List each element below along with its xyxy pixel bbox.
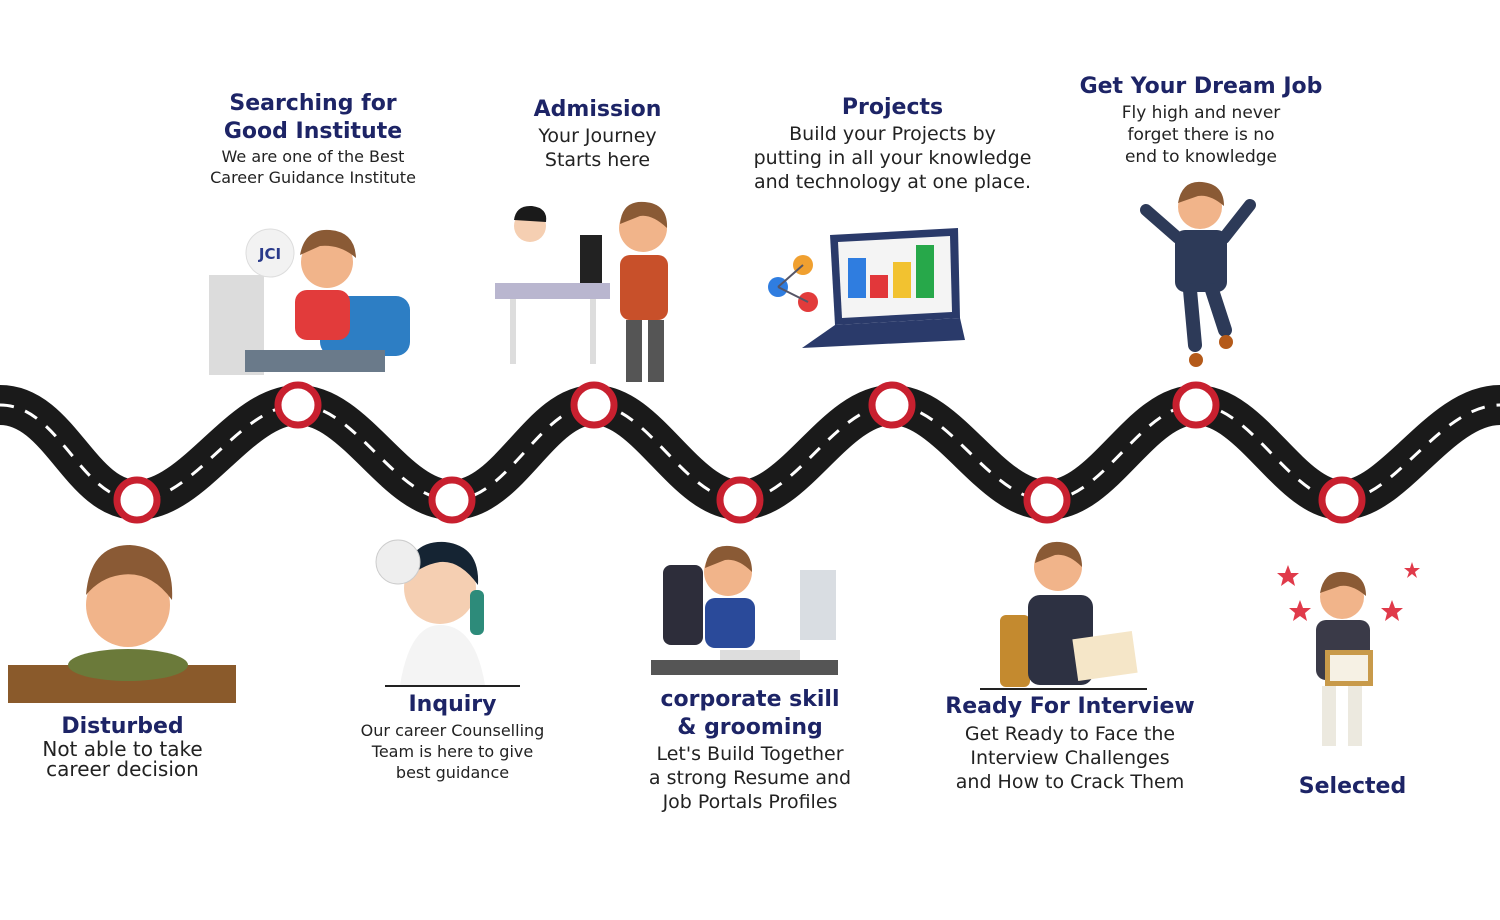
step-description: Let's Build Together a strong Resume and…	[615, 742, 885, 814]
inquiry-phone-illustration	[375, 539, 520, 687]
step-title: Projects	[720, 94, 1065, 122]
step-desc-line: a strong Resume and	[648, 767, 852, 789]
step-desc-line: Career Guidance Institute	[210, 168, 416, 187]
step-admission: Admission Your Journey Starts here	[505, 96, 690, 172]
step-desc-line: and How to Crack Them	[955, 771, 1185, 793]
step-desc-line: and technology at one place.	[753, 171, 1031, 193]
step-title: Disturbed	[10, 714, 235, 739]
step-desc-line: Starts here	[544, 149, 651, 171]
selected-certificate-illustration	[1277, 562, 1420, 746]
step-searching-institute: Searching for Good Institute We are one …	[180, 90, 446, 188]
step-ready-for-interview: Ready For Interview Get Ready to Face th…	[915, 692, 1225, 794]
dream-job-jump-illustration	[1140, 181, 1256, 367]
step-title-line: Admission	[533, 97, 662, 122]
step-title-line: Ready For Interview	[945, 694, 1195, 719]
milestone-marker	[1023, 476, 1071, 524]
road-lane-markings	[0, 403, 1500, 502]
interview-illustration	[980, 541, 1147, 690]
milestone-marker	[570, 381, 618, 429]
step-desc-line: Fly high and never	[1121, 103, 1281, 123]
step-desc-line: Our career Counselling	[360, 721, 545, 740]
step-title: Admission	[505, 96, 690, 124]
step-title-line: corporate skill	[660, 687, 840, 712]
step-description: We are one of the Best Career Guidance I…	[180, 146, 446, 188]
step-desc-line: Team is here to give	[371, 742, 534, 761]
step-title-line: Inquiry	[408, 692, 497, 717]
milestone-marker	[113, 476, 161, 524]
step-title: Get Your Dream Job	[1060, 72, 1342, 102]
step-title-line: Searching for	[229, 91, 397, 116]
step-corporate-skill: corporate skill & grooming Let's Build T…	[615, 686, 885, 814]
step-title: Ready For Interview	[915, 692, 1225, 722]
step-desc-line: Get Ready to Face the	[964, 723, 1176, 745]
step-desc-line: Not able to take	[42, 737, 203, 761]
step-title: corporate skill & grooming	[615, 686, 885, 742]
step-projects: Projects Build your Projects by putting …	[720, 94, 1065, 194]
step-description: Build your Projects by putting in all yo…	[720, 122, 1065, 194]
step-description: Our career Counselling Team is here to g…	[330, 720, 575, 783]
step-desc-line: Build your Projects by	[789, 123, 996, 145]
step-desc-line: best guidance	[395, 763, 510, 782]
step-dream-job: Get Your Dream Job Fly high and never fo…	[1060, 72, 1342, 168]
step-title-line: Projects	[841, 95, 944, 120]
disturbed-person-illustration	[8, 545, 236, 703]
step-inquiry: Inquiry Our career Counselling Team is h…	[330, 690, 575, 783]
step-desc-line: Interview Challenges	[970, 747, 1170, 769]
step-title: Selected	[1270, 772, 1435, 802]
step-selected: Selected	[1270, 772, 1435, 802]
step-desc-line: forget there is no	[1127, 125, 1275, 145]
milestone-marker	[428, 476, 476, 524]
step-desc-line: We are one of the Best	[221, 147, 405, 166]
step-desc-line: career decision	[46, 757, 199, 781]
admission-illustration	[495, 201, 668, 382]
searching-person-illustration: JCI	[209, 228, 410, 375]
step-title-line: Disturbed	[61, 714, 184, 739]
step-description: Get Ready to Face the Interview Challeng…	[915, 722, 1225, 794]
milestone-marker	[868, 381, 916, 429]
institute-logo-text: JCI	[258, 245, 281, 263]
milestone-marker	[1172, 381, 1220, 429]
step-title-line: & grooming	[677, 715, 823, 740]
corporate-skill-illustration	[651, 545, 838, 675]
step-title-line: Get Your Dream Job	[1079, 74, 1323, 99]
milestone-marker	[716, 476, 764, 524]
step-desc-line: Your Journey	[538, 125, 657, 147]
step-disturbed: Disturbed Not able to take career decisi…	[10, 714, 235, 779]
step-description: Not able to take career decision	[10, 739, 235, 779]
projects-laptop-illustration	[768, 228, 965, 348]
step-description: Your Journey Starts here	[505, 124, 690, 172]
step-title-line: Good Institute	[223, 119, 403, 144]
step-desc-line: putting in all your knowledge	[753, 147, 1032, 169]
step-title: Searching for Good Institute	[180, 90, 446, 146]
step-desc-line: end to knowledge	[1124, 147, 1278, 167]
milestone-marker	[1318, 476, 1366, 524]
step-desc-line: Job Portals Profiles	[662, 791, 838, 813]
step-description: Fly high and never forget there is no en…	[1060, 102, 1342, 168]
step-title: Inquiry	[330, 690, 575, 720]
step-title-line: Selected	[1298, 774, 1407, 799]
milestone-marker	[274, 381, 322, 429]
step-desc-line: Let's Build Together	[656, 743, 844, 765]
